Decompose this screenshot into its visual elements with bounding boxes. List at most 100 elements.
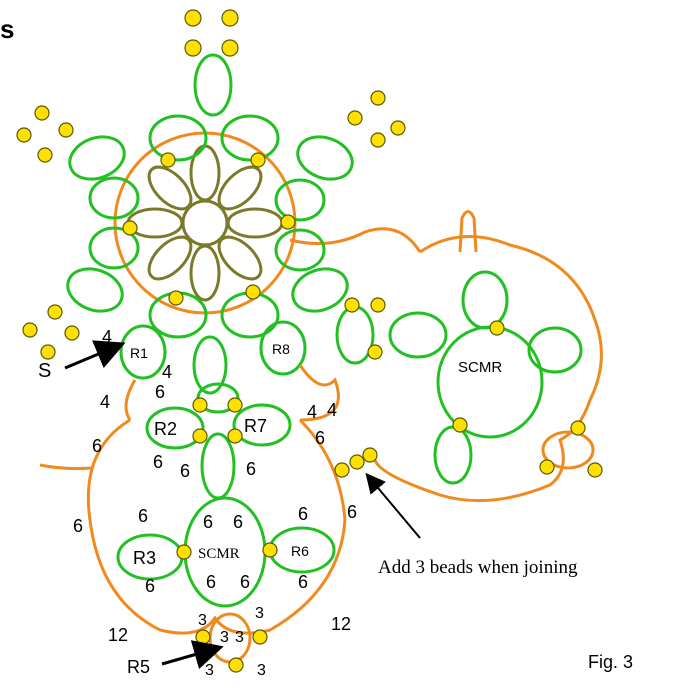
scmr-right-ring — [436, 325, 544, 439]
center-flower — [126, 144, 284, 302]
stitch-count: 4 — [102, 327, 112, 347]
ring — [296, 135, 354, 181]
r5-label: R5 — [127, 657, 150, 677]
right-ring — [433, 425, 473, 485]
start-arrow — [64, 340, 126, 370]
stem-ring — [200, 432, 236, 500]
stitch-count: 6 — [155, 382, 165, 402]
bead — [195, 629, 211, 645]
center-petal — [126, 207, 184, 239]
bead — [40, 344, 56, 360]
bead — [489, 320, 505, 336]
r5-ring — [208, 612, 252, 664]
stitch-count: 3 — [205, 662, 214, 679]
bead — [539, 459, 555, 475]
bead — [334, 462, 350, 478]
bead — [221, 9, 239, 27]
ring — [88, 176, 140, 220]
bead-clusters — [16, 9, 406, 360]
bead — [58, 122, 74, 138]
ring — [291, 267, 349, 313]
bead — [227, 397, 243, 413]
bead — [367, 344, 383, 360]
bead — [349, 454, 365, 470]
junction-chain — [298, 364, 340, 422]
stitch-count: 6 — [315, 428, 325, 448]
bead — [184, 9, 202, 27]
bead — [347, 110, 363, 126]
r5-arrow — [161, 640, 224, 670]
right-ring — [461, 270, 509, 330]
ring — [148, 114, 208, 162]
r2-label: R2 — [154, 419, 177, 439]
center-petals — [126, 144, 284, 302]
ring — [66, 267, 124, 313]
chain-to-right-motif — [289, 227, 422, 253]
right-ring — [388, 311, 448, 359]
bead — [192, 397, 208, 413]
stitch-count: 6 — [153, 452, 163, 472]
bead — [47, 304, 63, 320]
bead — [37, 147, 53, 163]
stitch-count: 12 — [331, 614, 351, 634]
r7-label: R7 — [244, 416, 267, 436]
bead — [227, 428, 243, 444]
bead — [122, 220, 138, 236]
arrows — [64, 340, 421, 670]
bead — [570, 420, 586, 436]
bead — [452, 417, 468, 433]
bead — [168, 290, 184, 306]
ring — [68, 135, 126, 181]
ring — [220, 114, 280, 162]
right-small-ring — [541, 430, 595, 470]
center-petal — [226, 207, 284, 239]
ring — [274, 178, 326, 222]
lower-chain — [86, 418, 347, 635]
bead — [252, 629, 268, 645]
scmr-right-label: SCMR — [458, 359, 502, 376]
stitch-count: 6 — [92, 436, 102, 456]
stitch-count: 3 — [255, 605, 264, 622]
ring — [274, 228, 326, 272]
stitch-count: 3 — [198, 612, 207, 629]
stitch-count: 6 — [298, 504, 308, 524]
right-ring — [335, 305, 375, 365]
stitch-count: 6 — [347, 502, 357, 522]
ring-labels: R1 R8 R2 R7 R3 R6 SCMR SCMR S R5 Add 3 b… — [38, 341, 633, 677]
junction-beads — [122, 152, 603, 673]
right-chain-picot — [458, 210, 478, 253]
r7-ring — [232, 403, 292, 447]
bead — [344, 297, 360, 313]
bead — [34, 105, 50, 121]
stitch-count: 6 — [145, 576, 155, 596]
lower-motif — [39, 320, 347, 664]
join-note: Add 3 beads when joining — [378, 557, 578, 578]
bead — [184, 39, 202, 57]
bead — [262, 542, 278, 558]
stitch-count: 6 — [180, 461, 190, 481]
r8-label: R8 — [272, 341, 290, 357]
stitch-count: 6 — [240, 572, 250, 592]
r2-ring — [145, 406, 205, 450]
center-petal — [147, 235, 193, 281]
r8-ring — [259, 320, 307, 376]
r1-label: R1 — [130, 345, 148, 361]
bead — [370, 297, 386, 313]
bead — [362, 447, 378, 463]
stitch-count: 4 — [327, 400, 337, 420]
center-petal — [189, 244, 221, 302]
bead — [228, 657, 244, 673]
bead — [370, 132, 386, 148]
stitch-count: 6 — [138, 506, 148, 526]
bead — [22, 322, 38, 338]
stitch-count: 3 — [220, 629, 229, 646]
bead — [587, 462, 603, 478]
bead — [221, 39, 239, 57]
bead — [250, 152, 266, 168]
center-petal — [217, 165, 263, 211]
bead — [245, 284, 261, 300]
start-label: S — [38, 360, 51, 382]
bead — [16, 127, 32, 143]
bead — [160, 152, 176, 168]
